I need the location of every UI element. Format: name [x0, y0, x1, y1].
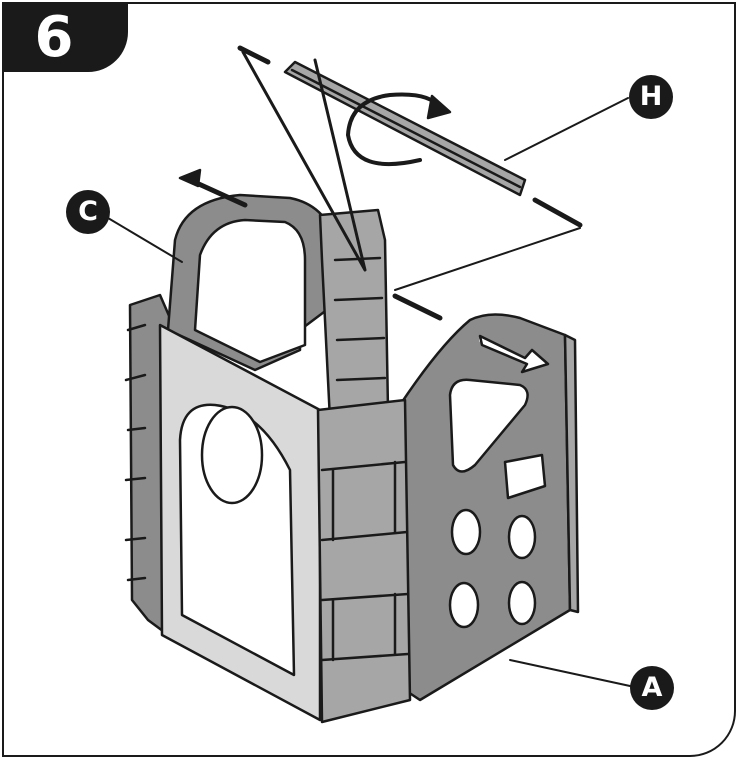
- callout-c: C: [66, 190, 110, 234]
- part-a-right-edge: [563, 333, 580, 614]
- step-number: 6: [34, 5, 74, 70]
- insertion-guide: [241, 50, 367, 272]
- step-badge: 6: [2, 2, 128, 72]
- arrow-left: [178, 168, 202, 188]
- hole-2: [507, 514, 537, 560]
- hole-1: [450, 508, 482, 556]
- leader-a: [509, 659, 631, 687]
- insertion-guide-right: [394, 227, 581, 291]
- leader-h: [504, 97, 629, 161]
- callout-a: A: [630, 666, 674, 710]
- leader-c: [107, 217, 183, 263]
- callout-h: H: [629, 75, 673, 119]
- rotation-arrowhead: [426, 94, 452, 120]
- left-rail-ribs: [124, 323, 147, 582]
- front-hinge-joints: [320, 460, 410, 662]
- front-panel-circle: [200, 405, 264, 505]
- hole-3: [448, 581, 480, 629]
- insertion-dash-right: [532, 197, 583, 228]
- front-hinge-column: [316, 398, 412, 724]
- slot-cutout: [503, 453, 547, 500]
- hole-4: [507, 580, 537, 626]
- axis-dash-1: [392, 293, 443, 321]
- hinge-pegs: [331, 460, 397, 662]
- rotation-arrow: [346, 92, 442, 167]
- arrow-right: [478, 334, 550, 374]
- rod-h-groove: [290, 68, 522, 189]
- insertion-dash-top: [237, 45, 271, 65]
- triangle-cutout: [448, 378, 529, 473]
- part-c-window: [193, 218, 307, 364]
